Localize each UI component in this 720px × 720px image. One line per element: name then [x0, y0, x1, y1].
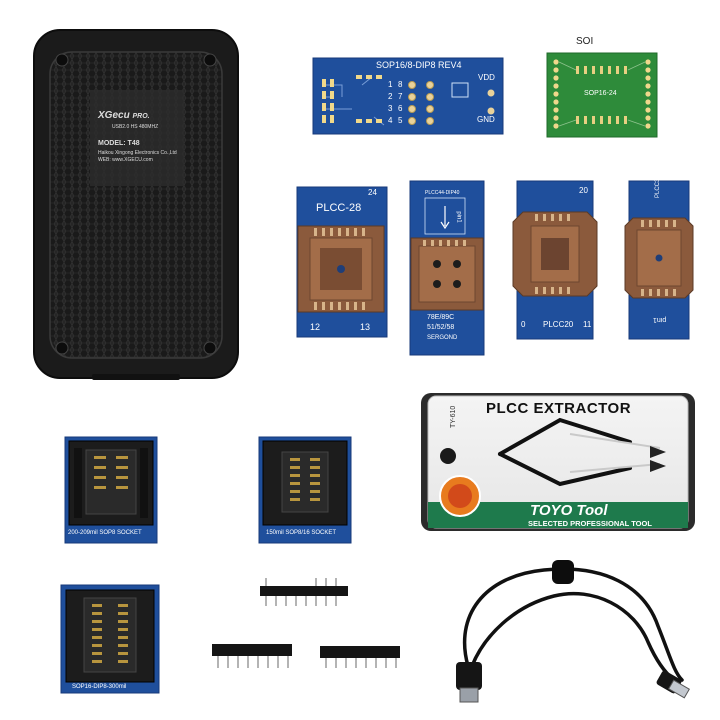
sop16-dip8-title: SOP16/8-DIP8 REV4 — [376, 60, 462, 70]
sop8-200mil-socket[interactable]: 200-209mil SOP8 SOCKET — [64, 436, 158, 544]
sop8-200mil-label: 200-209mil SOP8 SOCKET — [68, 530, 142, 536]
sop-green-label: SOP16-24 — [584, 90, 617, 97]
plcc32-adapter[interactable]: PLCC32 pin1 — [623, 175, 695, 340]
pin-header-left[interactable] — [210, 640, 294, 670]
sop16-300mil-socket[interactable]: SOP16-DIP8-300mil — [60, 584, 160, 694]
plcc28-adapter[interactable]: PLCC-28 24 12 13 — [296, 186, 388, 338]
programmer-maker: Haikou Xingong Electronics Co.,Ltd — [98, 150, 177, 156]
plcc44-title: PLCC44-DIP40 — [425, 190, 460, 196]
plcc-extractor-package[interactable]: PLCC EXTRACTOR TY-610 TOYO Tool SELECTED… — [420, 392, 696, 532]
programmer-brand-suffix: PRO. — [132, 113, 150, 120]
sop-green-adapter[interactable]: SOI SOP16-24 — [546, 36, 658, 138]
plcc20-adapter[interactable]: 20 0 PLCC20 11 — [509, 180, 601, 340]
plcc20-num-top: 20 — [579, 186, 588, 195]
plcc44-side: pin1 — [455, 211, 462, 223]
programmer-spec: USB2.0 HS 480MHZ — [112, 124, 159, 130]
plcc28-num-top: 24 — [368, 188, 377, 197]
sop8-150mil-label: 150mil SOP8/16 SOCKET — [266, 530, 337, 536]
sop16-dip8-gnd: GND — [477, 115, 495, 124]
plcc20-num-left: 0 — [521, 320, 526, 329]
programmer-model: MODEL: T48 — [98, 140, 140, 147]
usb-cable[interactable] — [444, 556, 696, 706]
pin-header-right[interactable] — [318, 642, 402, 670]
plcc28-num-right: 13 — [360, 322, 371, 332]
plcc20-num-right: 11 — [583, 320, 592, 329]
sop-green-top-label: SOI — [576, 36, 594, 47]
plcc44-line3: SERGOND — [427, 335, 458, 341]
plcc32-title: PLCC32 — [655, 175, 661, 198]
plcc28-title: PLCC-28 — [316, 202, 362, 214]
plcc20-title: PLCC20 — [543, 320, 574, 329]
plcc28-num-left: 12 — [310, 322, 321, 332]
sop16-300mil-label: SOP16-DIP8-300mil — [72, 684, 127, 690]
programmer-device[interactable]: XGecu PRO. USB2.0 HS 480MHZ MODEL: T48 H… — [32, 28, 240, 380]
pin-header-top[interactable] — [258, 578, 350, 608]
plcc44-line1: 78E/89C — [427, 314, 455, 321]
extractor-brand: TOYO Tool — [530, 502, 608, 519]
programmer-body — [33, 29, 239, 380]
plcc32-side: pin1 — [653, 316, 667, 323]
extractor-model: TY-610 — [450, 405, 457, 428]
plcc44-line2: 51/52/58 — [427, 324, 455, 331]
plcc44-adapter[interactable]: PLCC44-DIP40 pin1 78E/89C 51/52/58 SERGO… — [409, 180, 485, 356]
programmer-web: WEB: www.XGECU.com — [98, 157, 153, 163]
extractor-tagline: SELECTED PROFESSIONAL TOOL — [528, 519, 652, 528]
programmer-brand: XGecu — [98, 110, 130, 121]
extractor-title: PLCC EXTRACTOR — [486, 400, 632, 417]
sop16-dip8-vdd: VDD — [478, 73, 495, 82]
sop8-150mil-socket[interactable]: 150mil SOP8/16 SOCKET — [258, 436, 352, 544]
